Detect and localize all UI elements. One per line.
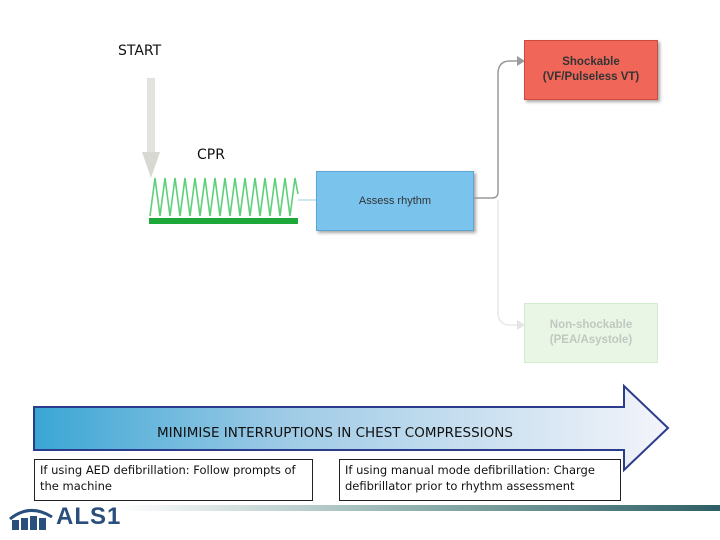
cpr-baseline-bar xyxy=(149,218,298,224)
logo-text: ALS1 xyxy=(56,503,122,530)
manual-note: If using manual mode defibrillation: Cha… xyxy=(339,459,621,501)
footer-bar xyxy=(118,505,720,511)
branch-connectors xyxy=(474,56,525,330)
shockable-title: Shockable xyxy=(562,56,620,68)
banner-arrow xyxy=(33,383,670,473)
aed-note: If using AED defibrillation: Follow prom… xyxy=(34,459,313,501)
cpr-label: CPR xyxy=(197,147,225,163)
logo-emblem-icon xyxy=(9,509,53,530)
cpr-to-assess-connector xyxy=(298,199,316,201)
shockable-branch-arrowhead xyxy=(517,56,525,66)
non-shockable-title: Non-shockable xyxy=(549,319,633,331)
cpr-waveform xyxy=(149,177,299,224)
start-arrow xyxy=(142,78,160,178)
non-shockable-branch-arrowhead xyxy=(517,320,525,330)
aed-note-text: If using AED defibrillation: Follow prom… xyxy=(40,463,296,493)
assess-rhythm-box: Assess rhythm xyxy=(316,171,474,231)
banner-arrow-shape xyxy=(33,383,670,473)
banner-text: MINIMISE INTERRUPTIONS IN CHEST COMPRESS… xyxy=(157,425,513,441)
shockable-box: Shockable (VF/Pulseless VT) xyxy=(524,40,658,100)
non-shockable-branch-line xyxy=(497,200,518,326)
non-shockable-box: Non-shockable (PEA/Asystole) xyxy=(524,303,658,363)
assess-rhythm-label: Assess rhythm xyxy=(358,195,432,207)
manual-note-text: If using manual mode defibrillation: Cha… xyxy=(345,463,595,493)
non-shockable-subtitle: (PEA/Asystole) xyxy=(549,334,633,346)
start-label: START xyxy=(118,43,162,59)
shockable-subtitle: (VF/Pulseless VT) xyxy=(542,71,640,83)
shockable-branch-line xyxy=(474,60,518,199)
compression-wave xyxy=(149,177,299,217)
